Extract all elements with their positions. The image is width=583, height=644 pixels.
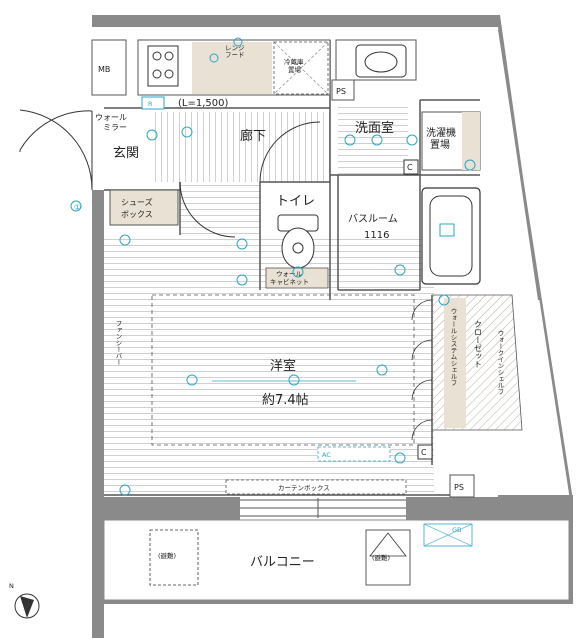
hinan-right-label: (避難) <box>372 553 390 562</box>
ac-label: AC <box>322 451 331 459</box>
genkan-label: 玄関 <box>113 146 139 161</box>
svg-text:置場: 置場 <box>430 138 450 151</box>
north-label: N <box>9 582 14 590</box>
entrance: ウォールミラー 玄関 <box>19 109 139 191</box>
youshitsu-label: 洋室 <box>270 358 296 374</box>
washer-area: 洗濯機 置場 C <box>403 111 481 175</box>
fancy-bar-label: ファンシーバー <box>114 320 122 366</box>
gb-label: GB <box>452 526 462 534</box>
shoes-box: シューズ ボックス <box>109 189 179 226</box>
circle-marker: ① <box>74 203 81 212</box>
kitchen-counter: 冷蔵庫置場 レンジフード <box>137 37 331 96</box>
hinan-left-label: (避難) <box>158 551 176 560</box>
outlet-icons <box>70 126 476 496</box>
light-icon <box>209 53 219 63</box>
kitchen-length-label: (L=1,500) <box>178 98 228 109</box>
main-room: 洋室 約7.4帖 <box>151 294 415 446</box>
c-label: C <box>407 163 413 172</box>
wall-cabinet-label: ウォールキャビネット <box>270 270 309 286</box>
balcony: (避難) バルコニー (避難) GB <box>103 519 570 601</box>
fridge-label: 冷蔵庫置場 <box>284 57 304 74</box>
bath-size-label: 1116 <box>364 230 389 241</box>
senmenshitsu-label: 洗面室 <box>355 120 394 136</box>
balcony-label: バルコニー <box>250 555 315 570</box>
north-compass-icon: N <box>9 582 40 619</box>
svg-text:ボックス: ボックス <box>121 210 153 219</box>
area-label: 約7.4帖 <box>262 393 309 408</box>
mb-label: MB <box>98 65 110 74</box>
ps-top-label: PS <box>336 87 346 96</box>
walkin-shelf-label: ウォークインシェルフ <box>496 330 504 396</box>
toilet-label: トイレ <box>276 194 315 209</box>
bathroom: バスルーム 1116 <box>348 187 481 285</box>
ps-bottom-label: PS <box>454 483 464 492</box>
toilet: トイレ ウォールキャビネット <box>265 194 329 289</box>
svg-text:洗濯機: 洗濯機 <box>426 126 456 139</box>
svg-text:シューズ: シューズ <box>121 197 153 207</box>
curtain-box-label: カーテンボックス <box>278 484 330 492</box>
svg-text:R: R <box>148 100 153 108</box>
window-sash <box>240 498 406 518</box>
c-label-2: C <box>421 448 427 457</box>
range-hood-label: レンジフード <box>225 44 245 59</box>
system-shelf-label: ウォールシステムシェルフ <box>449 308 457 387</box>
bathroom-label: バスルーム <box>348 213 398 225</box>
light-icon <box>233 37 243 47</box>
stove-icon <box>147 45 179 87</box>
closet-label: クローゼット <box>474 320 483 368</box>
washbasin <box>335 39 417 81</box>
closet: クローゼット ウォールシステムシェルフ ウォークインシェルフ <box>411 294 523 441</box>
corridor-label: 廊下 <box>240 128 266 144</box>
wall-mirror-label: ウォールミラー <box>95 113 127 132</box>
